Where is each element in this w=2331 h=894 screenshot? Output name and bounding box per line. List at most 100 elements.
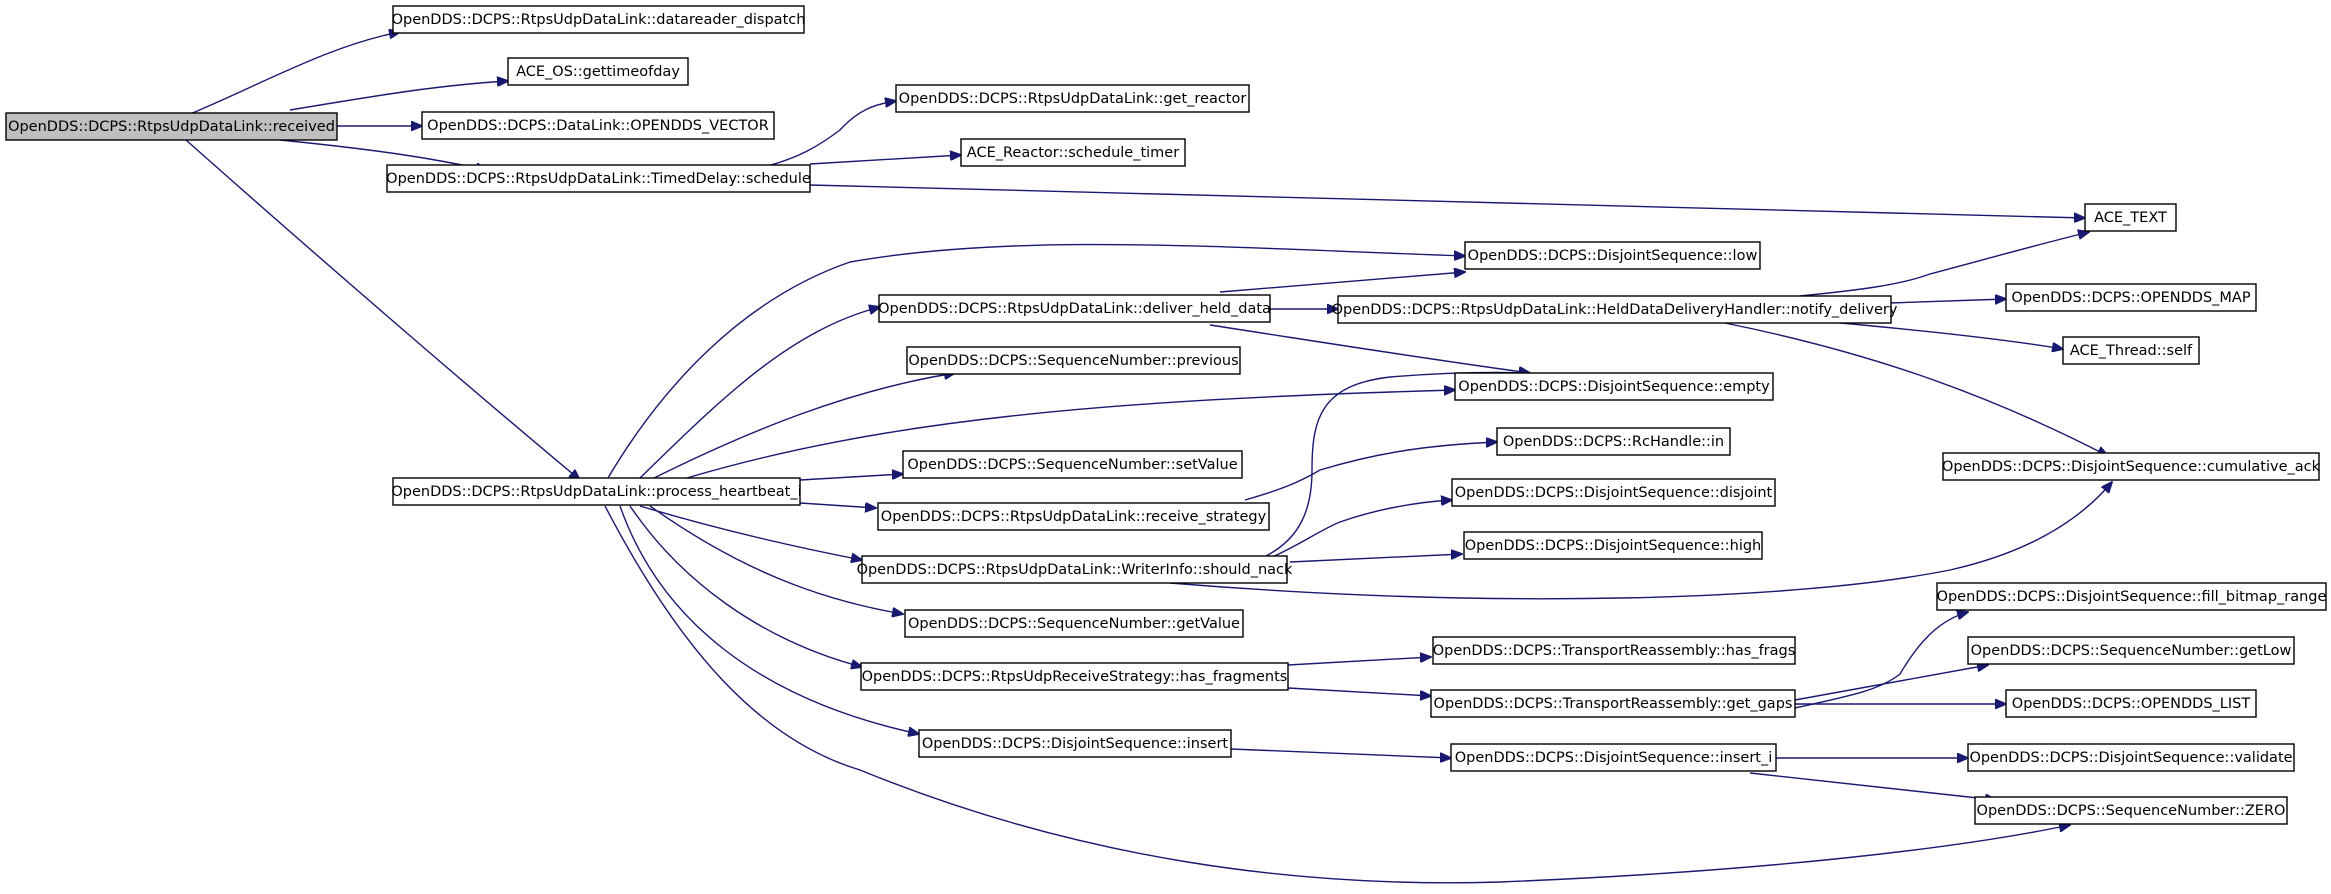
edge-receive-strategy-to-rchandle-in — [1244, 442, 1497, 501]
edge-deliver-to-ds-low — [1219, 272, 1465, 293]
edge-notify-to-opendds-map — [1889, 299, 2006, 303]
node-datareader-dispatch[interactable]: OpenDDS::DCPS::RtpsUdpDataLink::dataread… — [392, 5, 806, 34]
edge-schedule-to-schedule-timer — [809, 155, 961, 165]
svg-text:ACE_OS::gettimeofday: ACE_OS::gettimeofday — [516, 64, 680, 80]
node-ds-insert-i[interactable]: OpenDDS::DCPS::DisjointSequence::insert_… — [1450, 743, 1777, 772]
node-notify-delivery[interactable]: OpenDDS::DCPS::RtpsUdpDataLink::HeldData… — [1332, 295, 1898, 324]
svg-text:OpenDDS::DCPS::DisjointSequenc: OpenDDS::DCPS::DisjointSequence::insert — [922, 736, 1229, 752]
edge-heartbeat-to-sn-setvalue — [799, 474, 903, 481]
svg-text:OpenDDS::DCPS::DisjointSequenc: OpenDDS::DCPS::DisjointSequence::low — [1468, 248, 1758, 264]
svg-text:OpenDDS::DCPS::DataLink::OPEND: OpenDDS::DCPS::DataLink::OPENDDS_VECTOR — [427, 118, 769, 134]
node-ds-insert[interactable]: OpenDDS::DCPS::DisjointSequence::insert — [918, 729, 1232, 758]
node-get-gaps[interactable]: OpenDDS::DCPS::TransportReassembly::get_… — [1430, 689, 1796, 718]
node-get-reactor[interactable]: OpenDDS::DCPS::RtpsUdpDataLink::get_reac… — [895, 84, 1250, 113]
node-has-frags[interactable]: OpenDDS::DCPS::TransportReassembly::has_… — [1432, 636, 1796, 665]
svg-text:OpenDDS::DCPS::RtpsUdpDataLink: OpenDDS::DCPS::RtpsUdpDataLink::receive_… — [881, 509, 1267, 525]
edge-schedule-to-get-reactor — [759, 101, 896, 169]
node-opendds-map[interactable]: OpenDDS::DCPS::OPENDDS_MAP — [2005, 283, 2257, 312]
edge-heartbeat-to-sn-previous — [649, 373, 955, 481]
node-sn-setvalue[interactable]: OpenDDS::DCPS::SequenceNumber::setValue — [902, 450, 1243, 479]
node-deliver-held-data[interactable]: OpenDDS::DCPS::RtpsUdpDataLink::deliver_… — [878, 294, 1271, 323]
svg-text:OpenDDS::DCPS::RtpsUdpDataLink: OpenDDS::DCPS::RtpsUdpDataLink::received — [8, 119, 335, 135]
svg-text:OpenDDS::DCPS::DisjointSequenc: OpenDDS::DCPS::DisjointSequence::empty — [1458, 379, 1770, 395]
node-should-nack[interactable]: OpenDDS::DCPS::RtpsUdpDataLink::WriterIn… — [857, 555, 1293, 584]
edge-insert-to-insert-i — [1230, 748, 1451, 758]
edge-schedule-to-ace-text — [809, 184, 2085, 218]
node-rchandle-in[interactable]: OpenDDS::DCPS::RcHandle::in — [1496, 427, 1731, 456]
node-sn-getvalue[interactable]: OpenDDS::DCPS::SequenceNumber::getValue — [904, 609, 1244, 638]
edge-heartbeat-to-deliver-held-data — [639, 307, 880, 479]
svg-text:OpenDDS::DCPS::DisjointSequenc: OpenDDS::DCPS::DisjointSequence::disjoin… — [1455, 485, 1773, 501]
node-ds-validate[interactable]: OpenDDS::DCPS::DisjointSequence::validat… — [1967, 743, 2295, 772]
node-receive-strategy[interactable]: OpenDDS::DCPS::RtpsUdpDataLink::receive_… — [877, 502, 1270, 531]
node-ds-disjoint[interactable]: OpenDDS::DCPS::DisjointSequence::disjoin… — [1451, 478, 1776, 507]
edge-should-nack-to-cumulative-ack — [1169, 482, 2112, 600]
edge-notify-to-ace-thread-self — [1829, 321, 2063, 349]
node-ace-thread-self[interactable]: ACE_Thread::self — [2062, 336, 2200, 365]
svg-text:OpenDDS::DCPS::DisjointSequenc: OpenDDS::DCPS::DisjointSequence::insert_… — [1455, 750, 1773, 766]
node-fill-bitmap-range[interactable]: OpenDDS::DCPS::DisjointSequence::fill_bi… — [1936, 582, 2327, 611]
edge-notify-to-ace-text — [1799, 232, 2089, 297]
svg-text:OpenDDS::DCPS::RtpsUdpDataLink: OpenDDS::DCPS::RtpsUdpDataLink::dataread… — [392, 12, 806, 28]
svg-text:OpenDDS::DCPS::RtpsUdpDataLink: OpenDDS::DCPS::RtpsUdpDataLink::get_reac… — [899, 91, 1247, 107]
svg-text:OpenDDS::DCPS::SequenceNumber:: OpenDDS::DCPS::SequenceNumber::getLow — [1971, 643, 2292, 659]
node-sn-getlow[interactable]: OpenDDS::DCPS::SequenceNumber::getLow — [1967, 636, 2295, 665]
edge-deliver-to-ds-empty — [1209, 324, 1530, 373]
svg-text:OpenDDS::DCPS::DisjointSequenc: OpenDDS::DCPS::DisjointSequence::high — [1465, 538, 1762, 554]
node-gettimeofday[interactable]: ACE_OS::gettimeofday — [507, 57, 689, 86]
svg-text:OpenDDS::DCPS::DisjointSequenc: OpenDDS::DCPS::DisjointSequence::validat… — [1969, 750, 2292, 766]
edge-notify-to-cumulative-ack — [1719, 321, 2108, 456]
svg-text:OpenDDS::DCPS::SequenceNumber:: OpenDDS::DCPS::SequenceNumber::setValue — [907, 457, 1237, 473]
node-timeddelay-schedule[interactable]: OpenDDS::DCPS::RtpsUdpDataLink::TimedDel… — [386, 164, 811, 193]
node-opendds-list[interactable]: OpenDDS::DCPS::OPENDDS_LIST — [2005, 689, 2257, 718]
edge-get-gaps-to-fill-bitmap-range — [1794, 612, 1968, 709]
svg-text:ACE_TEXT: ACE_TEXT — [2094, 210, 2167, 226]
edge-heartbeat-to-sn-zero — [604, 505, 2070, 884]
edge-get-gaps-to-sn-getlow — [1794, 665, 1988, 701]
nodes: OpenDDS::DCPS::RtpsUdpDataLink::received… — [5, 5, 2327, 825]
edge-heartbeat-to-receive-strategy — [799, 503, 876, 508]
edge-heartbeat-to-has-fragments — [629, 505, 862, 667]
svg-text:ACE_Reactor::schedule_timer: ACE_Reactor::schedule_timer — [967, 145, 1179, 161]
edge-heartbeat-to-should-nack — [639, 505, 862, 560]
svg-text:OpenDDS::DCPS::RcHandle::in: OpenDDS::DCPS::RcHandle::in — [1503, 434, 1724, 450]
edge-should-nack-to-ds-disjoint — [1269, 500, 1452, 559]
node-sn-zero[interactable]: OpenDDS::DCPS::SequenceNumber::ZERO — [1974, 796, 2288, 825]
node-sn-previous[interactable]: OpenDDS::DCPS::SequenceNumber::previous — [906, 346, 1241, 375]
svg-text:OpenDDS::DCPS::RtpsUdpDataLink: OpenDDS::DCPS::RtpsUdpDataLink::process_… — [391, 484, 801, 500]
svg-text:OpenDDS::DCPS::RtpsUdpDataLink: OpenDDS::DCPS::RtpsUdpDataLink::HeldData… — [1332, 302, 1898, 318]
node-has-fragments[interactable]: OpenDDS::DCPS::RtpsUdpReceiveStrategy::h… — [860, 662, 1289, 691]
svg-text:OpenDDS::DCPS::OPENDDS_LIST: OpenDDS::DCPS::OPENDDS_LIST — [2012, 696, 2251, 712]
svg-text:OpenDDS::DCPS::DisjointSequenc: OpenDDS::DCPS::DisjointSequence::fill_bi… — [1937, 589, 2327, 605]
svg-text:OpenDDS::DCPS::RtpsUdpDataLink: OpenDDS::DCPS::RtpsUdpDataLink::TimedDel… — [386, 171, 811, 187]
svg-text:OpenDDS::DCPS::TransportReasse: OpenDDS::DCPS::TransportReassembly::has_… — [1433, 643, 1796, 659]
svg-text:OpenDDS::DCPS::SequenceNumber:: OpenDDS::DCPS::SequenceNumber::previous — [908, 353, 1238, 369]
edge-received-to-datareader-dispatch — [189, 32, 400, 115]
node-cumulative-ack[interactable]: OpenDDS::DCPS::DisjointSequence::cumulat… — [1942, 452, 2321, 481]
svg-text:ACE_Thread::self: ACE_Thread::self — [2070, 343, 2193, 359]
edge-heartbeat-to-ds-insert — [619, 505, 919, 734]
svg-text:OpenDDS::DCPS::RtpsUdpReceiveS: OpenDDS::DCPS::RtpsUdpReceiveStrategy::h… — [862, 669, 1288, 685]
edge-heartbeat-to-sn-getvalue — [649, 505, 903, 614]
edge-received-to-process-heartbeat — [185, 139, 580, 480]
edge-insert-i-to-sn-zero — [1749, 772, 1996, 800]
node-ds-low[interactable]: OpenDDS::DCPS::DisjointSequence::low — [1464, 241, 1761, 270]
edge-heartbeat-to-ds-empty — [679, 390, 1455, 481]
edge-received-to-gettimeofday — [289, 81, 508, 111]
node-process-heartbeat-i[interactable]: OpenDDS::DCPS::RtpsUdpDataLink::process_… — [391, 477, 802, 506]
svg-text:OpenDDS::DCPS::RtpsUdpDataLink: OpenDDS::DCPS::RtpsUdpDataLink::WriterIn… — [857, 562, 1293, 578]
node-ace-text[interactable]: ACE_TEXT — [2084, 203, 2177, 232]
edge-should-nack-to-ds-high — [1289, 554, 1462, 563]
svg-text:OpenDDS::DCPS::SequenceNumber:: OpenDDS::DCPS::SequenceNumber::getValue — [908, 616, 1240, 632]
node-opendds-vector[interactable]: OpenDDS::DCPS::DataLink::OPENDDS_VECTOR — [421, 111, 775, 140]
node-received[interactable]: OpenDDS::DCPS::RtpsUdpDataLink::received — [5, 112, 338, 141]
node-schedule-timer[interactable]: ACE_Reactor::schedule_timer — [960, 138, 1186, 167]
svg-text:OpenDDS::DCPS::TransportReasse: OpenDDS::DCPS::TransportReassembly::get_… — [1434, 696, 1793, 712]
svg-text:OpenDDS::DCPS::OPENDDS_MAP: OpenDDS::DCPS::OPENDDS_MAP — [2011, 290, 2250, 306]
svg-text:OpenDDS::DCPS::SequenceNumber:: OpenDDS::DCPS::SequenceNumber::ZERO — [1977, 803, 2286, 819]
node-ds-high[interactable]: OpenDDS::DCPS::DisjointSequence::high — [1463, 531, 1763, 560]
edge-has-fragments-to-get-gaps — [1287, 687, 1431, 696]
edge-heartbeat-to-ds-low — [607, 243, 1465, 479]
node-ds-empty[interactable]: OpenDDS::DCPS::DisjointSequence::empty — [1454, 372, 1774, 401]
